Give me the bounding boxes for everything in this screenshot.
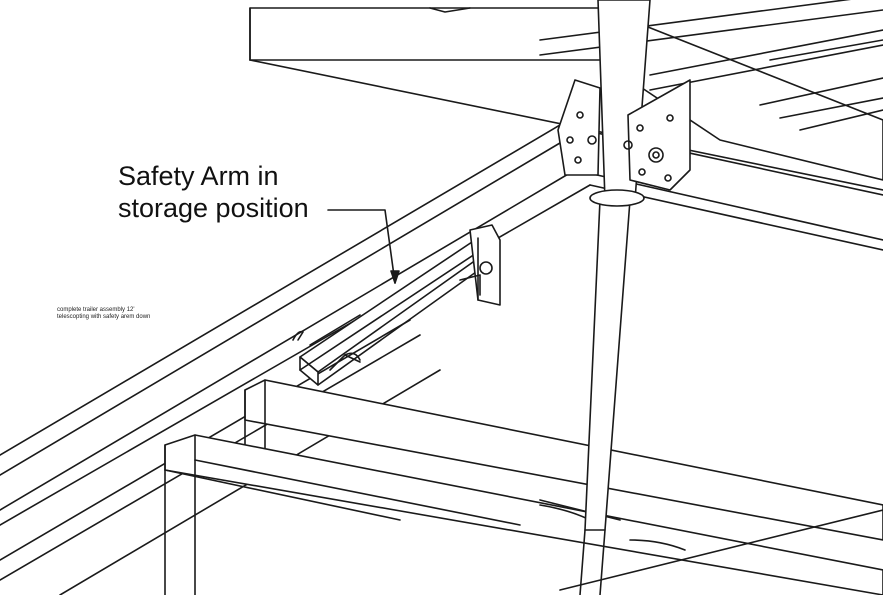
note-line-1: complete trailer assembly 12' [57, 307, 135, 313]
callout-line-1: Safety Arm in [118, 161, 279, 191]
safety-arm [293, 225, 500, 385]
lower-frame [165, 380, 883, 595]
note-line-2: telescopting with safety arem down [57, 314, 151, 320]
drawing-note: complete trailer assembly 12' telescopti… [57, 307, 150, 321]
callout-label: Safety Arm in storage position [118, 160, 309, 224]
callout-leader [328, 210, 399, 283]
vertical-pole [580, 0, 650, 595]
rear-rails [540, 0, 883, 130]
side-beam [0, 125, 883, 525]
callout-line-2: storage position [118, 193, 309, 223]
hinge-brackets [558, 80, 690, 190]
